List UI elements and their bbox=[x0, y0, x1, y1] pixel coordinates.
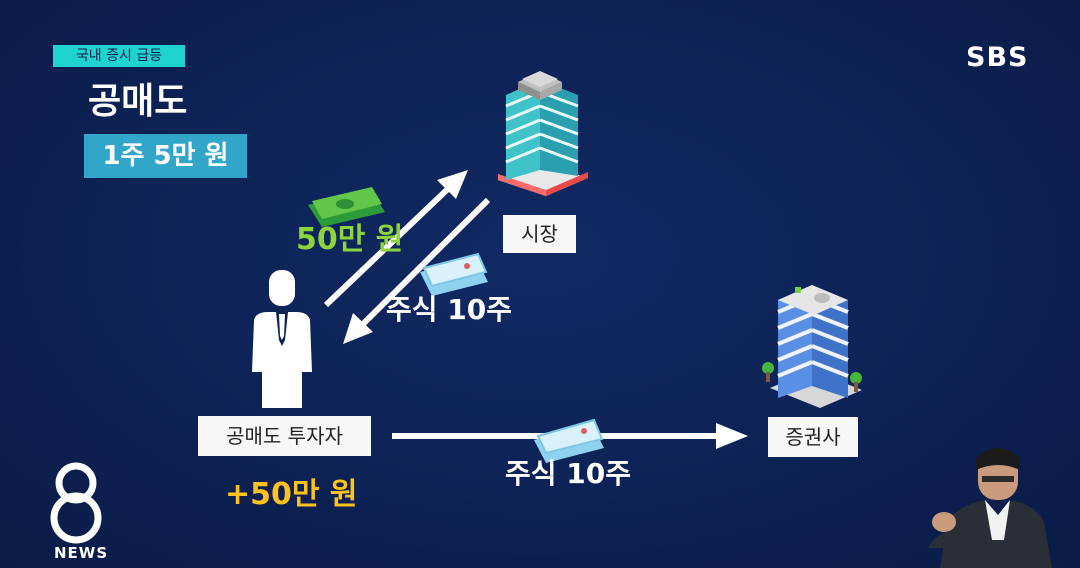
broker-building-icon bbox=[762, 285, 862, 408]
page-title: 공매도 bbox=[88, 81, 188, 122]
investor-person-icon bbox=[252, 270, 312, 408]
investor-label: 공매도 투자자 bbox=[198, 416, 371, 456]
arrow-to-investor bbox=[343, 197, 491, 344]
sbs-logo: SBS bbox=[966, 42, 1029, 73]
market-label: 시장 bbox=[503, 215, 576, 253]
shares-label-top: 주식 10주 bbox=[386, 293, 512, 326]
sign-language-interpreter bbox=[928, 448, 1052, 568]
money-bill-icon bbox=[308, 187, 385, 227]
profit-label: +50만 원 bbox=[225, 477, 358, 512]
market-building-icon bbox=[498, 71, 588, 196]
broker-label: 증권사 bbox=[768, 417, 858, 457]
stock-certificate-icon-bottom bbox=[534, 418, 604, 463]
news-logo-text: NEWS bbox=[54, 544, 109, 562]
price-box: 1주 5만 원 bbox=[84, 134, 247, 178]
shares-label-bottom: 주식 10주 bbox=[505, 457, 631, 490]
money-amount-label: 50만 원 bbox=[296, 222, 404, 257]
topic-tag: 국내 증시 급등 bbox=[53, 45, 185, 67]
news-8-logo-icon bbox=[50, 462, 102, 544]
arrow-to-market bbox=[323, 170, 468, 308]
stock-certificate-icon-top bbox=[420, 252, 488, 296]
